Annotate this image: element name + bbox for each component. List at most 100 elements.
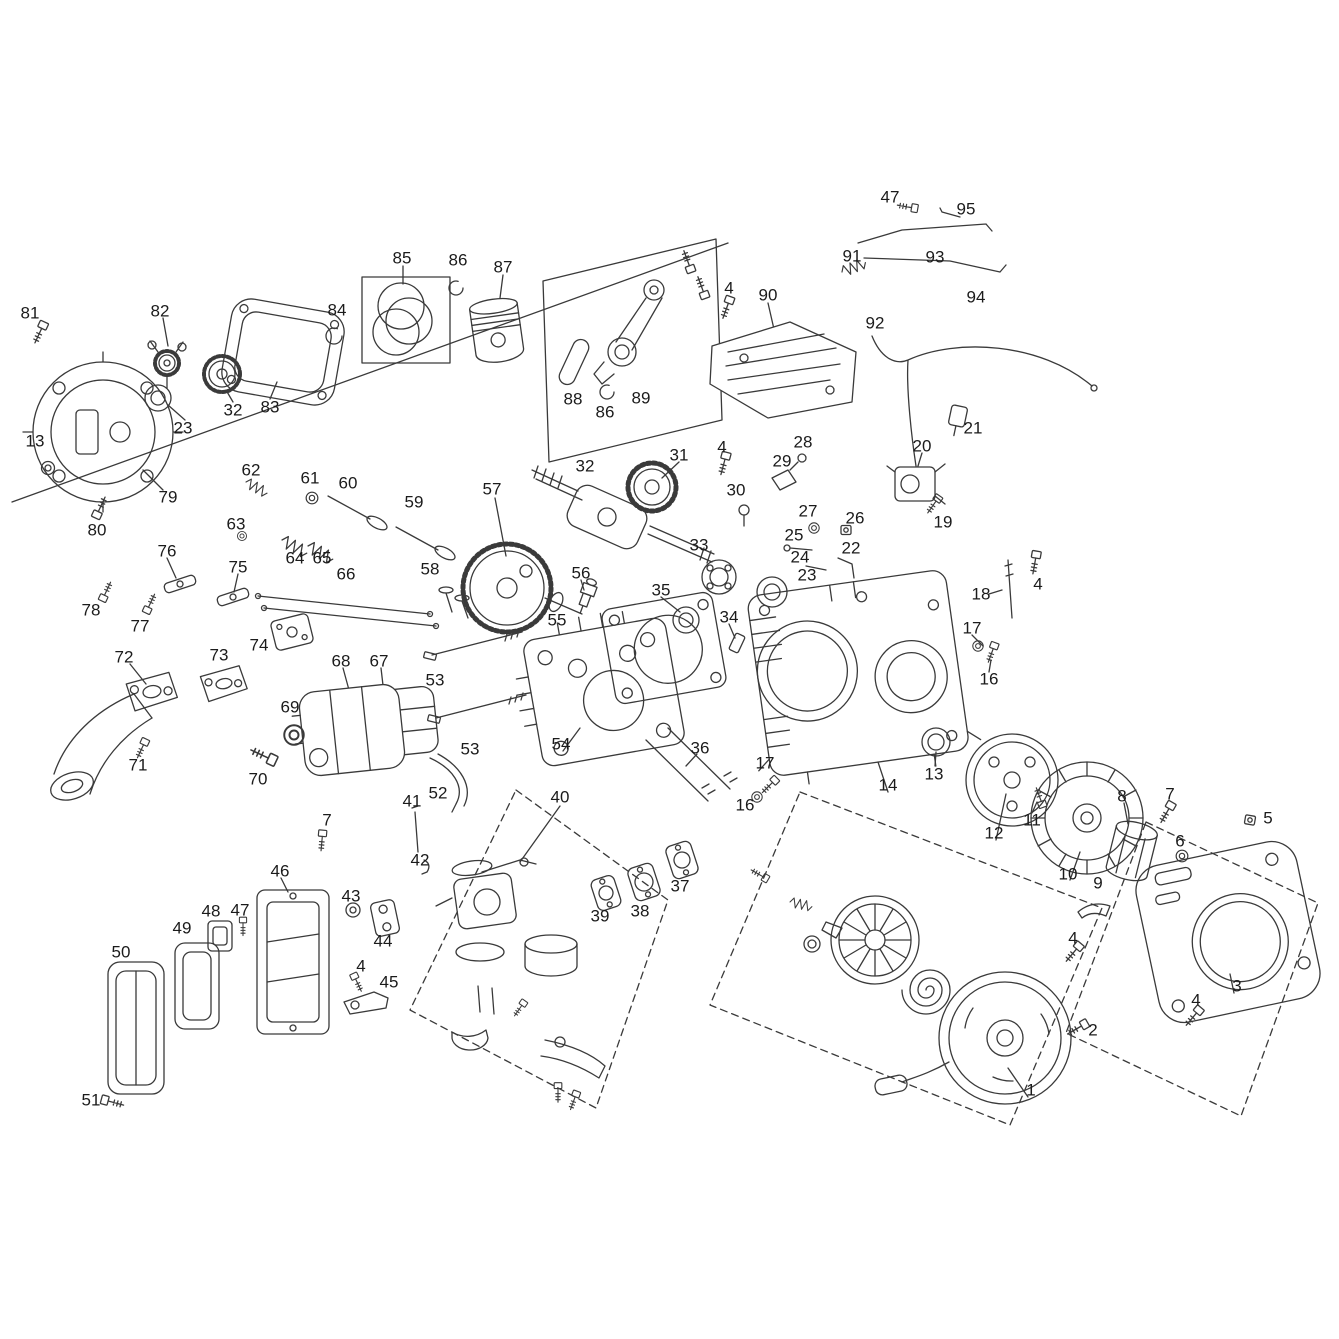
piston-pin-drawing [558, 338, 590, 386]
starter-small-parts-drawing [803, 921, 843, 953]
bolt-icon [349, 971, 366, 994]
valve-spring-icon [243, 476, 270, 499]
washer-icon [751, 791, 763, 803]
carb-bracket-drawing [370, 899, 400, 937]
rocker-arm-drawing [163, 574, 197, 594]
recoil-starter-drawing [874, 971, 1072, 1105]
pipe-bracket-drawing [343, 991, 389, 1015]
bolt-icon [247, 744, 280, 768]
bolt-icon [896, 200, 920, 214]
screw-icon [553, 1082, 563, 1103]
cam-drive-gear-drawing [625, 460, 679, 514]
bolt-icon [715, 450, 732, 477]
bolt-icon [99, 1094, 126, 1111]
carburetor-drawing [435, 857, 606, 1079]
exhaust-flange-drawing [125, 671, 178, 712]
air-cleaner-case-drawing [256, 889, 330, 1035]
pushrod-guide-plate-drawing [270, 613, 314, 651]
bolt-icon [133, 736, 151, 761]
ball-bearing-drawing [701, 559, 737, 595]
intake-spacer-drawing [665, 840, 699, 880]
choke-rod-drawing [411, 805, 419, 853]
spark-plug-drawing [578, 578, 598, 614]
circlip-icon [325, 327, 343, 345]
starter-pawl-drawing [1077, 903, 1111, 919]
washer-icon [808, 522, 820, 534]
muffler-gasket-icon [283, 724, 305, 746]
bolt-icon [923, 492, 944, 516]
spring-retainer-icon [236, 530, 248, 542]
exhaust-pipe-drawing [50, 693, 153, 801]
spring-icon [788, 896, 814, 912]
recoil-spring-drawing [901, 969, 951, 1015]
starter-reel-drawing [830, 895, 920, 985]
bolt-icon [693, 274, 711, 301]
intake-gasket-drawing [590, 874, 622, 912]
stop-switch-parts-drawing [738, 453, 855, 579]
piston-rings-drawing [372, 282, 433, 356]
valve-spring-icon [304, 540, 337, 566]
screw-icon [511, 998, 529, 1019]
push-rods-drawing [254, 592, 440, 630]
bolt-icon [679, 248, 697, 275]
flywheel-drawing [1030, 761, 1144, 875]
intake-spacer-drawing [627, 862, 661, 902]
bolt-icon [238, 916, 248, 937]
bolt-icon [30, 319, 50, 346]
washer-icon [972, 640, 984, 652]
bolt-icon [1182, 1004, 1206, 1029]
drain-bolt-icon [758, 774, 781, 797]
ignition-coil-drawing [886, 463, 946, 505]
nut-icon [1243, 814, 1257, 826]
bolt-icon [1062, 940, 1086, 965]
fan-cover-drawing [1135, 840, 1321, 1024]
air-cleaner-cover-drawing [207, 920, 233, 952]
wire-end-icon [1090, 384, 1098, 392]
rod-clip-drawing [421, 859, 430, 875]
bearing-drawing [144, 384, 172, 412]
valve-lifter-drawing [438, 586, 470, 619]
construction-line [11, 242, 729, 503]
heat-shield-drawing [709, 321, 857, 419]
stud-drawing [1004, 559, 1014, 619]
dowel-pin-drawing [728, 632, 746, 654]
connecting-rod-drawing [593, 279, 665, 385]
rocker-pivot-icon [97, 579, 115, 604]
piston-drawing [468, 297, 525, 363]
recoil-group-box [709, 791, 1103, 1126]
oil-seal-drawing [921, 727, 951, 757]
governor-spring-icon [839, 256, 868, 278]
pin-icon [939, 207, 961, 218]
circlip-icon [599, 384, 615, 400]
breather-tube-drawing [429, 753, 468, 813]
circlip-icon [448, 280, 464, 296]
muffler-drawing [291, 683, 406, 777]
valve-spring-icon [278, 534, 311, 560]
side-cover-gasket-drawing [221, 298, 345, 406]
leader-lines [129, 265, 1235, 1098]
bolt-icon [1156, 799, 1178, 826]
bolt-icon [316, 829, 328, 852]
crankshaft-drawing [531, 465, 715, 564]
exhaust-gasket-drawing [199, 665, 248, 703]
cylinder-stud-drawing [645, 727, 738, 802]
cylinder-crankcase-drawing [747, 570, 982, 785]
air-filter-element-drawing [174, 942, 220, 1030]
ignition-magneto-drawing [965, 733, 1059, 827]
cylinder-head-drawing [515, 610, 685, 767]
camshaft-drawing [460, 541, 583, 635]
spring-retainer-icon [305, 491, 319, 505]
fan-cover-group-box [1065, 821, 1319, 1117]
crankcase-cover-drawing [22, 351, 184, 513]
connecting-rod-group-box [542, 238, 723, 463]
rocker-arm-drawing [216, 587, 250, 607]
spark-plug-cap-drawing [948, 404, 968, 437]
stop-switch-wire-drawing [871, 335, 1093, 467]
bolt-icon [748, 866, 771, 884]
grommet-drawing [345, 902, 361, 918]
head-stud-drawing [423, 629, 527, 724]
valve-drawing [327, 495, 456, 561]
head-gasket-drawing [601, 591, 727, 705]
